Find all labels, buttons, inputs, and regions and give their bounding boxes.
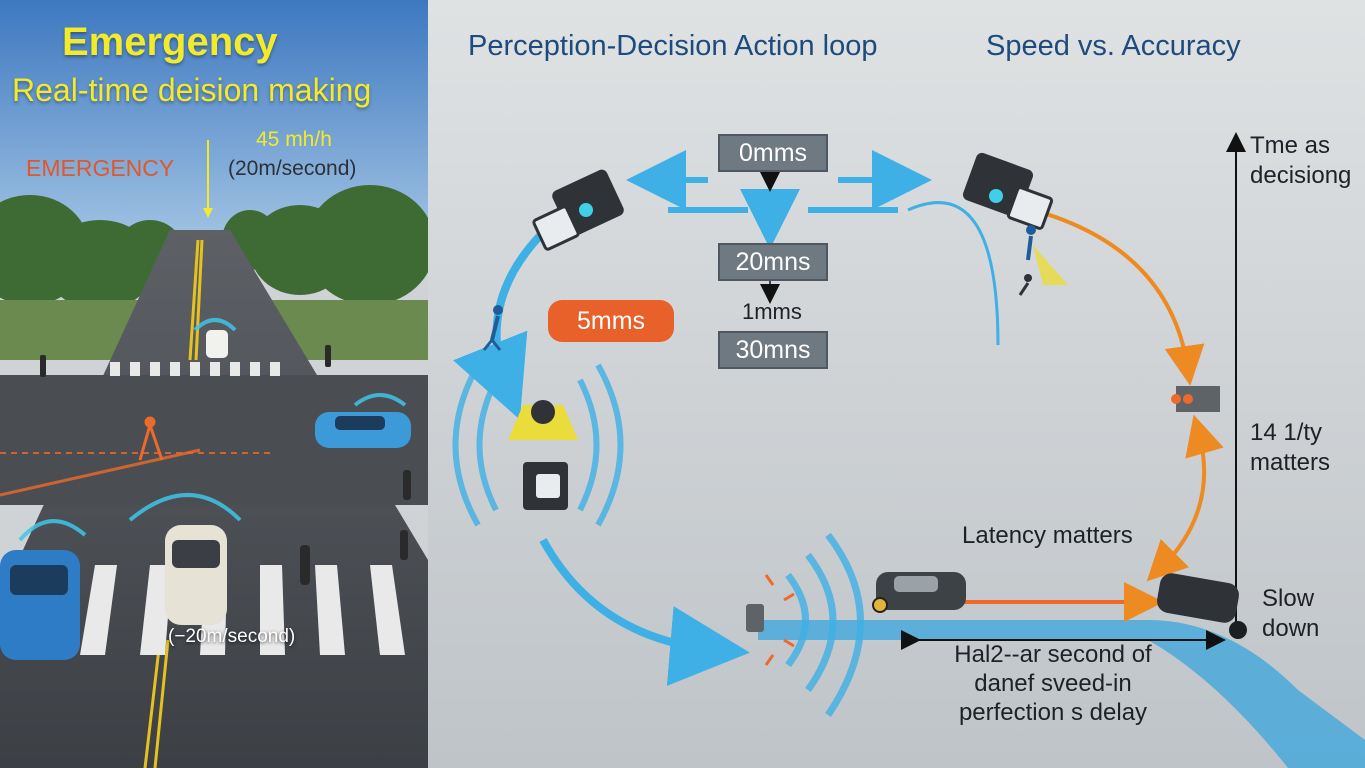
camera-icon-right xyxy=(962,152,1054,230)
header-speed-accuracy: Speed vs. Accuracy xyxy=(986,30,1241,62)
loop-diagram: Perception-Decision Action loop Speed vs… xyxy=(428,0,1365,768)
orange-arrow-down xyxy=(987,198,1205,386)
panel-subtitle: Real-time deision making xyxy=(12,72,372,108)
loop-arrow-right-thin xyxy=(907,201,1000,346)
car-white-center xyxy=(165,525,227,625)
slow-down-label: Slow down xyxy=(1262,585,1320,642)
orange-arrow-up xyxy=(1171,414,1224,557)
crosswalk-top xyxy=(110,362,280,376)
crosswalk-speed-label: (−20m/second) xyxy=(168,626,296,647)
sensor-unit-icon xyxy=(1171,386,1220,412)
accuracy-label: 14 1/ty matters xyxy=(1250,419,1331,476)
latency-box-30: 30mns xyxy=(718,331,828,369)
emergency-label: EMERGENCY xyxy=(26,155,175,181)
diagram-graphics xyxy=(452,132,1365,768)
panel-title: Emergency xyxy=(62,20,278,64)
radar-sensor-icon xyxy=(452,363,624,527)
speed-label: 45 mh/h xyxy=(256,128,332,151)
car-distant xyxy=(206,330,228,358)
latency-box-0: 0mms xyxy=(718,134,828,172)
vehicle-slowing-icon xyxy=(1157,573,1247,639)
time-axis-label: Tme as decisiong xyxy=(1250,132,1352,189)
center-lane-lines xyxy=(143,239,204,768)
sensor-waves xyxy=(18,318,407,542)
street-scene-illustration xyxy=(0,0,428,768)
header-loop: Perception-Decision Action loop xyxy=(468,30,878,62)
pedestrian-hazard-icon xyxy=(138,416,164,461)
speed-per-second-label: (20m/second) xyxy=(228,157,357,180)
trajectory-band xyxy=(758,620,1365,768)
pedestrian-icon-right xyxy=(1018,225,1068,296)
loop-arrow-bottom xyxy=(539,538,750,686)
delay-caption: Hal2-‑ar second of danef sveed-in perfec… xyxy=(954,641,1152,726)
pedestrians xyxy=(40,345,411,585)
camera-icon xyxy=(532,169,624,251)
vehicle-icon xyxy=(872,572,966,613)
pedestrian-icon xyxy=(482,305,503,351)
car-blue-crossing xyxy=(315,412,411,448)
latency-label-1: 1mms xyxy=(742,299,802,324)
latency-box-20: 20mns xyxy=(718,243,828,281)
latency-bubble-5: 5mms xyxy=(548,300,674,342)
lidar-sensor-icon xyxy=(746,532,864,717)
street-scene-panel: Emergency Real-time deision making EMERG… xyxy=(0,0,428,768)
top-flow-arrows xyxy=(626,150,932,249)
latency-matters-label: Latency matters xyxy=(962,522,1133,549)
car-blue-left xyxy=(0,550,80,660)
